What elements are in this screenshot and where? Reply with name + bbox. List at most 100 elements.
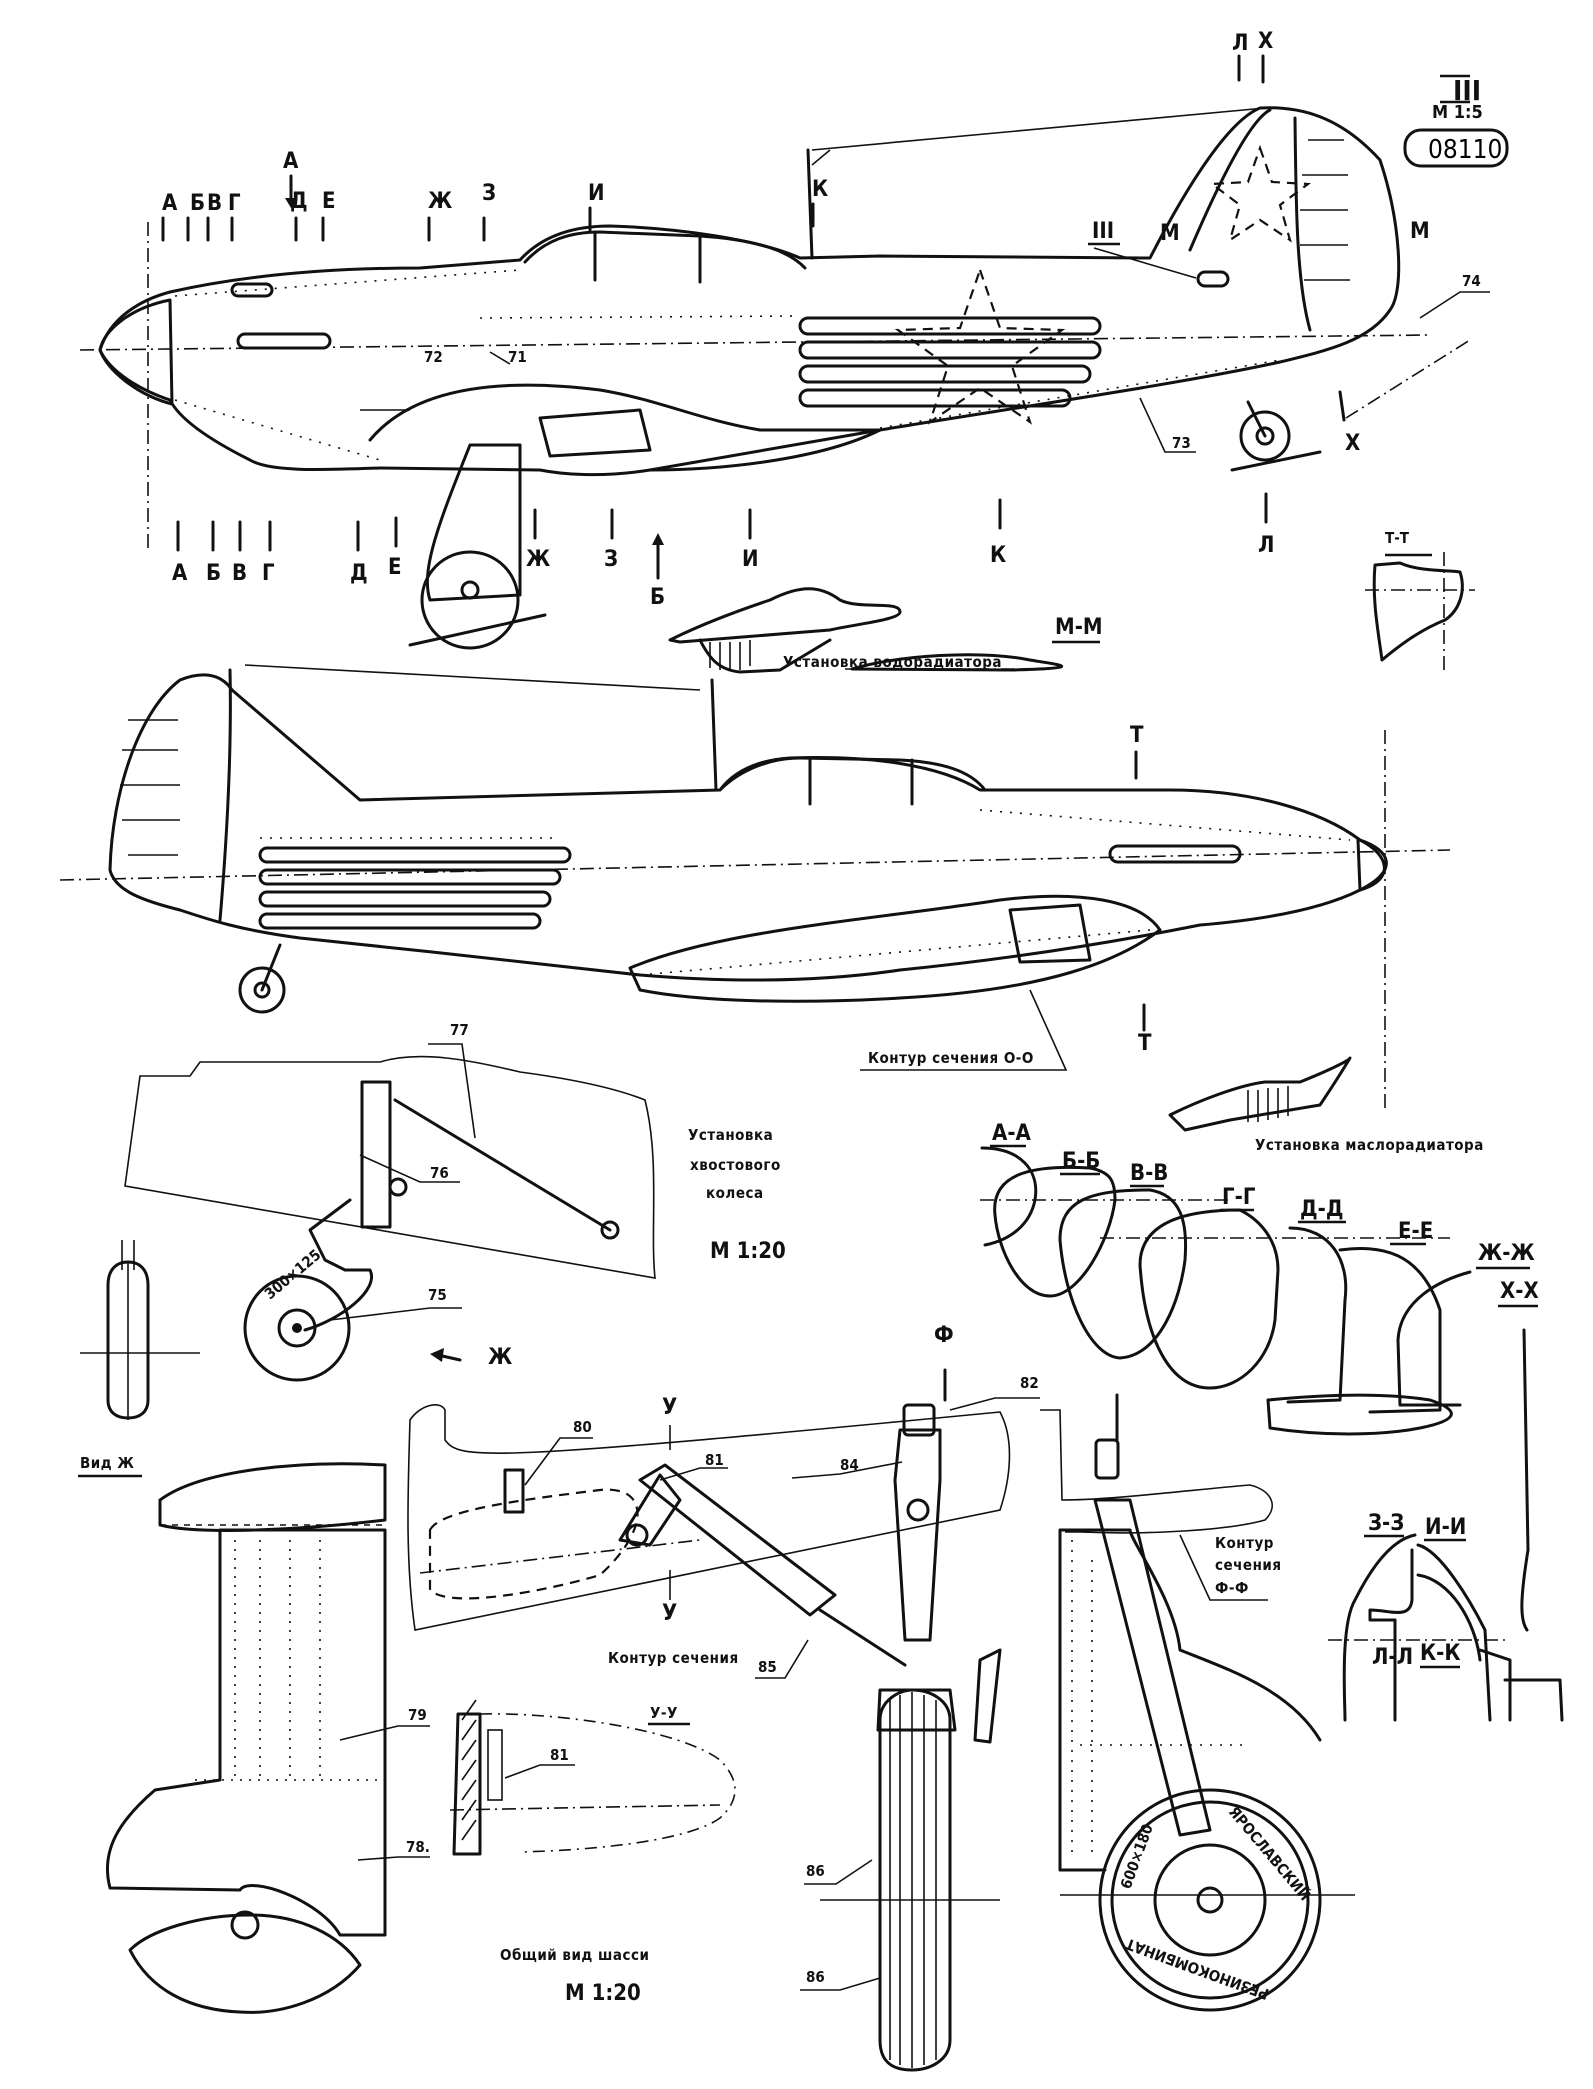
callout-79: 79 <box>408 1706 427 1724</box>
view-arrow-b-head <box>652 533 664 545</box>
section-mark-t-bottom: Т <box>1138 1031 1152 1056</box>
oil-cooler-door-right <box>1008 903 1092 964</box>
gear-bay-rivets <box>1071 1540 1250 1860</box>
main-scale-label: М 1:5 <box>1432 102 1483 123</box>
canopy-left <box>523 230 807 270</box>
callout-81-bottom: 81 <box>550 1746 569 1764</box>
main-wheel-left <box>420 550 520 650</box>
section-ll-label: Л-Л <box>1372 1645 1413 1670</box>
spinner-left <box>98 298 174 406</box>
section-dd-profile <box>1286 1226 1348 1404</box>
tire-tread-lines <box>889 1692 937 2068</box>
tail-wheel-hub-right <box>253 981 271 999</box>
brace-pivot-aft <box>600 1220 620 1240</box>
datum-line-horizontal-right <box>59 849 1451 881</box>
wing-root-fairing-left <box>368 383 882 472</box>
callout-80-line <box>524 1437 593 1486</box>
antenna-wire-right <box>244 664 701 691</box>
tail-wheel-installation: 300×125 77 76 75 Установка хвостового ко… <box>78 1021 786 1478</box>
section-mark-z: З <box>482 181 496 206</box>
section-ticks-bottom <box>176 492 1268 552</box>
ground-line-tail-left <box>1230 450 1322 472</box>
section-mark-k: К <box>812 177 828 202</box>
fin-leading-edge-left <box>1188 108 1272 252</box>
gear-axle-fork <box>876 1688 957 1732</box>
fuselage-outline-right <box>108 673 1386 982</box>
section-mark-a: А <box>162 191 178 216</box>
section-tt-profile <box>1372 561 1464 662</box>
bottom-mark-d: Д <box>350 561 368 586</box>
gear-bay-side <box>1058 1528 1322 1872</box>
section-ii-profile <box>1416 1543 1492 1722</box>
callout-75: 75 <box>428 1286 447 1304</box>
section-zhzh-label: Ж-Ж <box>1478 1241 1535 1266</box>
tail-wheel-title-3: колеса <box>706 1184 764 1202</box>
main-wheel-rim <box>1153 1843 1267 1957</box>
contour-oo-caption: Контур сечения О-О <box>868 1049 1034 1067</box>
section-mark-d: Д <box>290 189 308 214</box>
oleo-leg-side <box>1093 1498 1212 1837</box>
contour-oo-leader <box>860 989 1068 1071</box>
callout-76: 76 <box>430 1164 449 1182</box>
section-zz-label: З-З <box>1368 1511 1404 1536</box>
fuselage-louvres <box>798 316 1102 408</box>
callout-81-top-line <box>659 1467 728 1481</box>
exhaust-stubs-right <box>1108 844 1242 864</box>
sheet-header: III М 1:5 08110 <box>1403 74 1509 168</box>
canopy-right <box>718 756 987 792</box>
view-zh-caption: Вид Ж <box>80 1454 134 1472</box>
section-ticks-top <box>161 202 815 242</box>
tail-section-ticks <box>1237 54 1265 84</box>
oil-radiator-caption: Установка маслорадиатора <box>1255 1136 1484 1154</box>
view-arrow-zh-label: Ж <box>488 1345 512 1370</box>
bottom-mark-zh: Ж <box>526 547 550 572</box>
gear-fairing-left <box>105 1528 387 1937</box>
wing-root-sections: З-З И-И Л-Л К-К <box>1328 1511 1564 1722</box>
section-mm-label: М-М <box>1055 615 1103 640</box>
star-insignia-fuselage <box>894 266 1066 425</box>
main-tire-maker-2: РЕЗИНОКОМБИНАТ <box>1122 1934 1271 2003</box>
canopy-frames-left <box>593 230 702 284</box>
callout-83: 84 <box>840 1456 859 1474</box>
section-xx-label: Х-Х <box>1500 1279 1539 1304</box>
callout-82: 82 <box>1020 1374 1039 1392</box>
side-view-right-profile: Т Т Контур сечения О-О <box>59 664 1451 1110</box>
retraction-bellcrank <box>618 1473 682 1547</box>
bottom-mark-i: И <box>742 547 759 572</box>
oleo-top-fitting-side <box>1094 1438 1120 1480</box>
section-mark-f-top: Ф <box>934 1323 954 1348</box>
gear-door-strip <box>973 1648 1002 1744</box>
section-mark-m-left: М <box>1160 221 1180 246</box>
bottom-mark-g: Г <box>262 561 275 586</box>
wing-axis-line <box>419 1539 701 1574</box>
section-zz-profile <box>1342 1533 1417 1722</box>
gear-fairing-rivets <box>195 1540 380 1781</box>
antenna-mast-right <box>710 678 718 792</box>
section-tt-inset: Т-Т <box>1365 529 1475 670</box>
section-mark-v: В <box>207 191 222 216</box>
rudder-ribs-right <box>120 719 180 856</box>
rivet-lines-left <box>174 269 1281 461</box>
datum-line-horizontal <box>79 334 1431 351</box>
callout-72: 72 <box>424 348 443 366</box>
bottom-mark-v: В <box>232 561 247 586</box>
canopy-frames-right <box>808 756 914 806</box>
section-aa-label: А-А <box>992 1121 1032 1146</box>
callout-80: 80 <box>573 1418 592 1436</box>
callout-73: 73 <box>1172 434 1191 452</box>
contour-uu-spar-hatched <box>452 1712 482 1856</box>
section-mm-profile <box>850 653 1063 672</box>
section-mark-m-right: М <box>1410 219 1430 244</box>
water-radiator-caption: Установка водорадиатора <box>783 653 1002 671</box>
rudder-ribs-left <box>1300 139 1350 281</box>
section-mark-t-top: Т <box>1130 723 1144 748</box>
datum-line-tail <box>1345 339 1471 419</box>
tail-wheel-front-axes <box>80 1240 200 1420</box>
callout-82-line <box>949 1397 1040 1411</box>
water-radiator-core <box>709 640 751 670</box>
oil-radiator-outline <box>1168 1056 1352 1132</box>
main-wheel-hub-left-detail <box>230 1910 260 1940</box>
callout-74-line <box>1419 291 1490 319</box>
section-vv-profile <box>1058 1188 1188 1360</box>
